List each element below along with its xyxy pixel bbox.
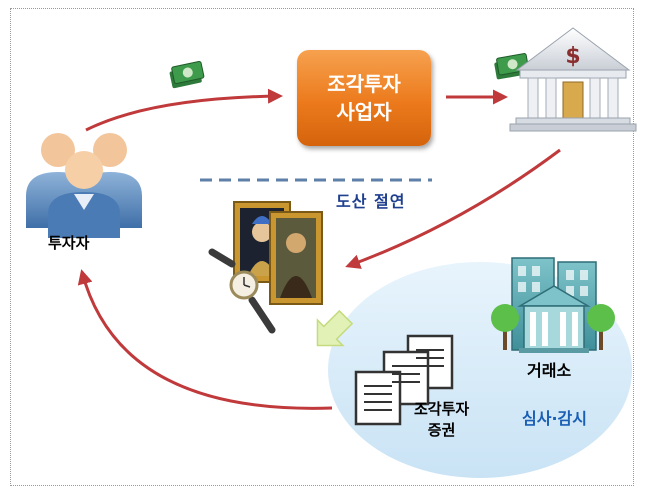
artwork-icon [233,201,323,305]
documents-icon [354,334,454,426]
bank-icon: $ [509,27,637,132]
exchange-building-icon [511,257,597,353]
bank-dollar-sign: $ [565,44,580,69]
exchange-label: 거래소 [527,361,572,380]
monitoring-label: 심사·감시 [522,409,587,428]
diagram-frame [10,8,634,486]
security-label: 조각투자 증권 [414,399,469,441]
watch-icon [208,248,276,334]
bankruptcy-label: 도산 절연 [336,192,406,211]
security-label-line1: 조각투자 [414,400,470,418]
investor-label: 투자자 [48,234,90,252]
security-label-line2: 증권 [427,421,456,439]
arrow-security-to-investor [77,269,333,410]
operator-label-line1: 조각투자 [327,72,401,96]
operator-box: 조각투자 사업자 [297,50,431,146]
tree-icon [587,304,615,350]
operator-label-line2: 사업자 [336,100,392,124]
investors-icon [26,133,142,238]
cash-icon [169,60,205,89]
arrow-investor-to-operator [85,88,283,132]
arrow-bank-to-artwork [345,148,561,269]
transform-arrow [316,309,354,347]
tree-icon [491,304,519,350]
